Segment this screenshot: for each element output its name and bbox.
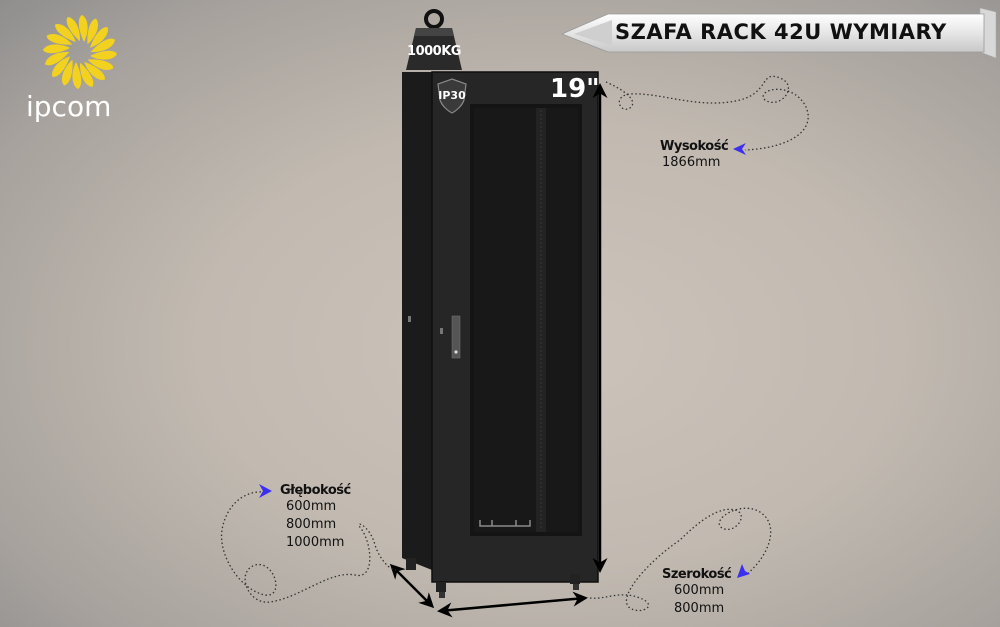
rack-cabinet: IP30 19" <box>400 70 600 610</box>
ipcom-logo: ipcom <box>26 10 130 123</box>
depth-title: Głębokość <box>280 483 351 498</box>
height-pointer-icon <box>733 143 746 155</box>
ip-rating-label: IP30 <box>438 89 466 102</box>
depth-value-600: 600mm <box>286 499 337 514</box>
weight-icon <box>406 9 462 70</box>
width-value-600: 600mm <box>674 583 725 598</box>
sunburst-logo-icon <box>42 14 118 90</box>
depth-dimension-label: Głębokość 600mm 800mm 1000mm <box>280 483 351 552</box>
shield-icon <box>437 78 467 114</box>
banner-title: SZAFA RACK 42U WYMIARY <box>615 20 947 44</box>
width-value-800: 800mm <box>674 601 725 616</box>
width-pointer-icon <box>737 564 750 578</box>
width-dimension-label: Szerokość 600mm 800mm <box>662 567 732 618</box>
title-banner: SZAFA RACK 42U WYMIARY <box>560 6 1000 62</box>
height-dimension-label: Wysokość 1866mm <box>660 139 729 172</box>
height-title: Wysokość <box>660 139 729 154</box>
ip-rating-badge: IP30 <box>436 78 468 114</box>
height-value: 1866mm <box>662 155 721 170</box>
width-title: Szerokość <box>662 567 732 582</box>
weight-label: 1000KG <box>407 44 461 59</box>
depth-value-1000: 1000mm <box>286 535 345 550</box>
depth-pointer-icon <box>259 484 272 498</box>
logo-text: ipcom <box>26 90 112 123</box>
depth-value-800: 800mm <box>286 517 337 532</box>
rack-size-label: 19" <box>550 74 600 104</box>
weight-badge: 1000KG <box>402 6 466 72</box>
